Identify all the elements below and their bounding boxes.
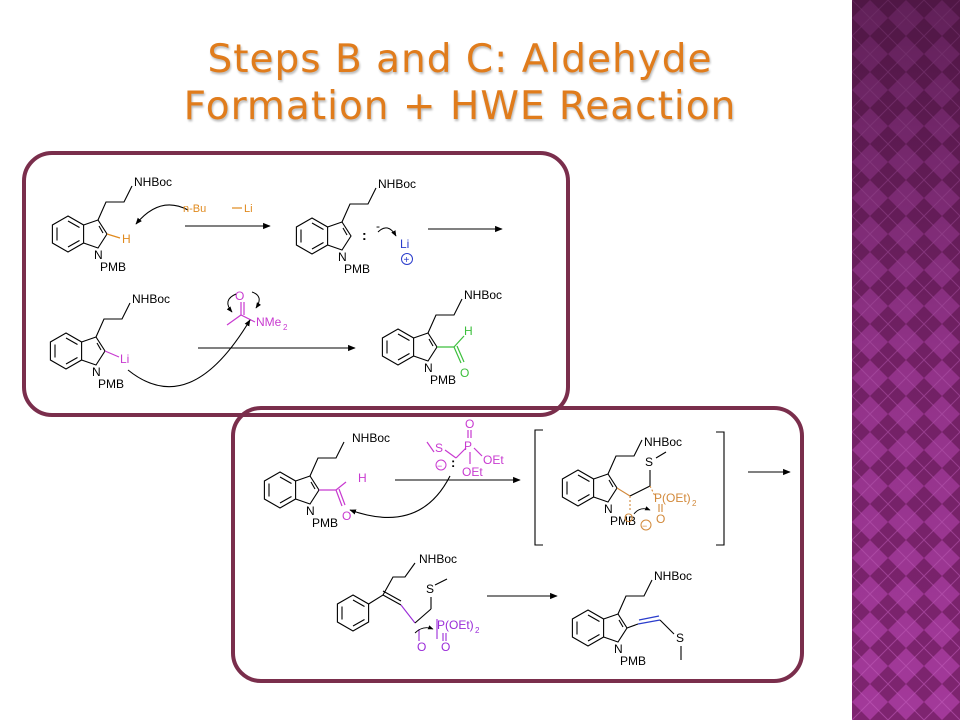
panel-bottom	[231, 406, 804, 683]
label-poet2: P(OEt)	[437, 618, 474, 632]
curved-arrow-h-abstraction	[135, 204, 189, 225]
curved-arrow-li	[377, 227, 397, 237]
label-plus: +	[404, 255, 410, 266]
label-lone-pair: :	[362, 227, 367, 243]
label-o: O	[342, 509, 351, 523]
label-oet: OEt	[462, 465, 483, 479]
plus-charge-icon	[401, 253, 413, 265]
label-nhboc: NHBoc	[419, 552, 457, 566]
label-poet2-sub: 2	[475, 626, 480, 635]
label-li: Li	[120, 352, 129, 366]
minus-charge-icon	[640, 519, 652, 531]
label-s: S	[645, 455, 653, 469]
label-minus: −	[642, 521, 647, 531]
label-o: O	[656, 512, 665, 526]
curved-arrow-dmf-1	[226, 293, 237, 313]
panel-top	[22, 151, 570, 417]
label-nme2: NMe	[256, 315, 282, 329]
label-n: N	[94, 248, 103, 262]
bracket-left	[534, 429, 543, 546]
label-nhboc: NHBoc	[134, 175, 172, 189]
label-anion: -	[376, 219, 380, 233]
label-o: O	[460, 366, 469, 380]
label-carbanion-pair: :	[451, 455, 455, 470]
molecule-indole-start: H NHBoc N PMB	[51, 175, 172, 274]
decorative-sidebar	[852, 0, 960, 720]
label-n: N	[338, 250, 347, 264]
molecule-vinyl-sulfide-product: S NHBoc N PMB	[571, 569, 692, 668]
label-pmb: PMB	[98, 377, 124, 391]
title-line-2: Formation + HWE Reaction	[183, 84, 737, 129]
curved-arrow-carbonyl-attack	[349, 475, 451, 518]
label-o: O	[235, 289, 244, 303]
label-n: N	[604, 502, 613, 516]
label-pmb: PMB	[620, 654, 646, 668]
molecule-indole-anion: : - NHBoc N PMB	[295, 177, 416, 276]
label-o: O	[465, 417, 474, 431]
label-oet: OEt	[483, 453, 504, 467]
molecule-lithio-indole: Li NHBoc N PMB	[49, 292, 170, 391]
label-o: O	[441, 640, 450, 654]
curved-arrow-nucleophilic	[127, 319, 251, 388]
molecule-oxaphosphetane: NHBoc S O P(OEt) 2 O	[336, 552, 480, 654]
label-p: P	[464, 439, 472, 453]
curved-arrow-dmf-2	[251, 291, 261, 309]
label-o: O	[624, 511, 633, 525]
label-h: H	[358, 471, 367, 485]
label-s: S	[435, 441, 443, 455]
label-s: S	[676, 631, 684, 645]
label-n: N	[92, 365, 101, 379]
label-n: N	[424, 361, 433, 375]
reagent-nbuli: n-Bu Li	[183, 203, 253, 215]
label-poet2-sub: 2	[692, 499, 697, 508]
label-pmb: PMB	[100, 260, 126, 274]
label-n: N	[614, 642, 623, 656]
label-pmb: PMB	[312, 516, 338, 530]
label-h: H	[464, 324, 473, 338]
label-nhboc: NHBoc	[644, 435, 682, 449]
label-nbu: n-Bu	[183, 203, 206, 215]
label-nhboc: NHBoc	[378, 177, 416, 191]
label-pmb: PMB	[430, 373, 456, 387]
minus-charge-icon	[435, 459, 447, 471]
molecule-alkoxide-intermediate: NHBoc N PMB S O P(OEt) 2 O −	[561, 435, 697, 531]
bracket-right	[716, 431, 725, 546]
molecule-aldehyde: H O NHBoc N PMB	[381, 288, 502, 387]
label-li-reagent: Li	[244, 203, 253, 215]
label-poet2: P(OEt)	[654, 491, 691, 505]
label-nhboc: NHBoc	[464, 288, 502, 302]
molecule-aldehyde-hwe: H O NHBoc N PMB	[263, 431, 390, 530]
label-nme2-sub: 2	[283, 323, 288, 332]
reagent-phosphonate-anion: S P O OEt OEt − :	[426, 417, 504, 479]
slide-title: Steps B and C: Aldehyde Formation + HWE …	[60, 36, 860, 130]
label-nhboc: NHBoc	[352, 431, 390, 445]
label-pmb: PMB	[344, 262, 370, 276]
label-o: O	[417, 640, 426, 654]
label-nhboc: NHBoc	[132, 292, 170, 306]
label-li-cation: Li	[400, 237, 409, 251]
label-nhboc: NHBoc	[654, 569, 692, 583]
label-pmb: PMB	[610, 514, 636, 528]
label-h: H	[122, 232, 131, 246]
label-minus: −	[437, 461, 442, 471]
label-s: S	[426, 582, 434, 596]
title-line-1: Steps B and C: Aldehyde	[207, 37, 713, 82]
label-n: N	[306, 504, 315, 518]
